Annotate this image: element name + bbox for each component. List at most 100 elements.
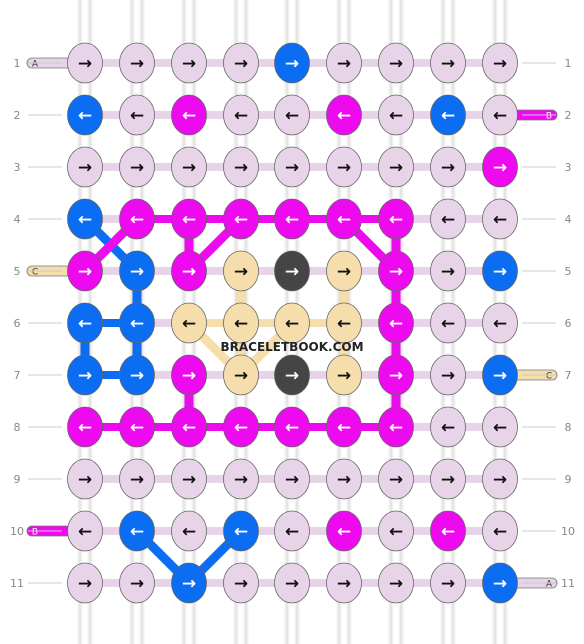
knot-shape <box>430 198 466 240</box>
arrow-right-icon: → <box>285 366 299 386</box>
arrow-left-icon: ← <box>337 418 351 438</box>
arrow-right-icon: → <box>182 574 196 594</box>
arrow-left-icon: ← <box>285 210 299 230</box>
knot: → <box>430 562 466 604</box>
thread-end-label: A <box>546 579 553 589</box>
knot-shape <box>430 406 466 448</box>
knot: → <box>274 562 310 604</box>
row-label-left: 1 <box>14 57 21 70</box>
arrow-right-icon: → <box>78 158 92 178</box>
knot: ← <box>326 198 362 240</box>
knot-shape <box>482 42 518 84</box>
knot-shape <box>326 146 362 188</box>
knot: → <box>326 42 362 84</box>
arrow-right-icon: → <box>441 366 455 386</box>
knot-shape <box>67 562 103 604</box>
knot: → <box>430 250 466 292</box>
knot: ← <box>326 406 362 448</box>
knot-shape <box>67 146 103 188</box>
knot-shape <box>223 458 259 500</box>
arrow-left-icon: ← <box>441 106 455 126</box>
arrow-right-icon: → <box>78 262 92 282</box>
knot: ← <box>430 302 466 344</box>
knot-shape <box>171 94 207 136</box>
knot-shape <box>482 302 518 344</box>
knot: → <box>223 250 259 292</box>
knot: ← <box>67 198 103 240</box>
knot-shape <box>274 198 310 240</box>
knot: → <box>430 146 466 188</box>
arrow-left-icon: ← <box>78 314 92 334</box>
arrow-right-icon: → <box>337 470 351 490</box>
knot: → <box>67 354 103 396</box>
arrow-left-icon: ← <box>337 522 351 542</box>
row-label-left: 5 <box>14 265 21 278</box>
knot: → <box>326 146 362 188</box>
arrow-right-icon: → <box>234 262 248 282</box>
knot: ← <box>274 406 310 448</box>
arrow-right-icon: → <box>493 470 507 490</box>
arrow-left-icon: ← <box>130 418 144 438</box>
arrow-right-icon: → <box>78 470 92 490</box>
knot: → <box>223 42 259 84</box>
knot: → <box>67 562 103 604</box>
row-label-left: 3 <box>14 161 21 174</box>
arrow-right-icon: → <box>182 54 196 74</box>
row-label-left: 6 <box>14 317 21 330</box>
knot-shape <box>119 198 155 240</box>
arrow-left-icon: ← <box>493 418 507 438</box>
arrow-right-icon: → <box>493 54 507 74</box>
knot: → <box>378 562 414 604</box>
knot: → <box>326 354 362 396</box>
arrow-right-icon: → <box>285 54 299 74</box>
knot: → <box>482 146 518 188</box>
knot-shape <box>326 42 362 84</box>
arrow-right-icon: → <box>130 574 144 594</box>
arrow-left-icon: ← <box>182 522 196 542</box>
arrow-left-icon: ← <box>337 314 351 334</box>
knot: → <box>274 354 310 396</box>
knot: → <box>67 250 103 292</box>
knot: ← <box>119 302 155 344</box>
knot: ← <box>482 94 518 136</box>
row-label-left: 10 <box>10 525 24 538</box>
row-label-right: 10 <box>561 525 575 538</box>
knot-shape <box>274 302 310 344</box>
arrow-right-icon: → <box>130 262 144 282</box>
knot-shape <box>430 42 466 84</box>
arrow-left-icon: ← <box>130 314 144 334</box>
row-label-right: 7 <box>565 369 572 382</box>
knot: ← <box>378 510 414 552</box>
knot: ← <box>378 94 414 136</box>
arrow-right-icon: → <box>493 262 507 282</box>
arrow-right-icon: → <box>441 470 455 490</box>
knot: ← <box>482 302 518 344</box>
arrow-left-icon: ← <box>285 106 299 126</box>
row-label-right: 1 <box>565 57 572 70</box>
knot: → <box>223 146 259 188</box>
knot: → <box>482 458 518 500</box>
arrow-right-icon: → <box>234 574 248 594</box>
knot: → <box>482 354 518 396</box>
row-label-left: 4 <box>14 213 21 226</box>
row-label-right: 2 <box>565 109 572 122</box>
knot: ← <box>171 198 207 240</box>
knot: ← <box>274 510 310 552</box>
knot: → <box>119 42 155 84</box>
knot-shape <box>67 354 103 396</box>
knot-shape <box>223 302 259 344</box>
knot: → <box>171 458 207 500</box>
knot-shape <box>67 406 103 448</box>
knot-shape <box>378 354 414 396</box>
arrow-right-icon: → <box>234 158 248 178</box>
knot-shape <box>326 198 362 240</box>
knot: ← <box>482 406 518 448</box>
knot-shape <box>223 42 259 84</box>
knot-shape <box>171 250 207 292</box>
knot-shape <box>274 354 310 396</box>
knot: → <box>119 562 155 604</box>
arrow-left-icon: ← <box>182 314 196 334</box>
knot: ← <box>274 94 310 136</box>
knot: ← <box>67 406 103 448</box>
knot-shape <box>171 354 207 396</box>
